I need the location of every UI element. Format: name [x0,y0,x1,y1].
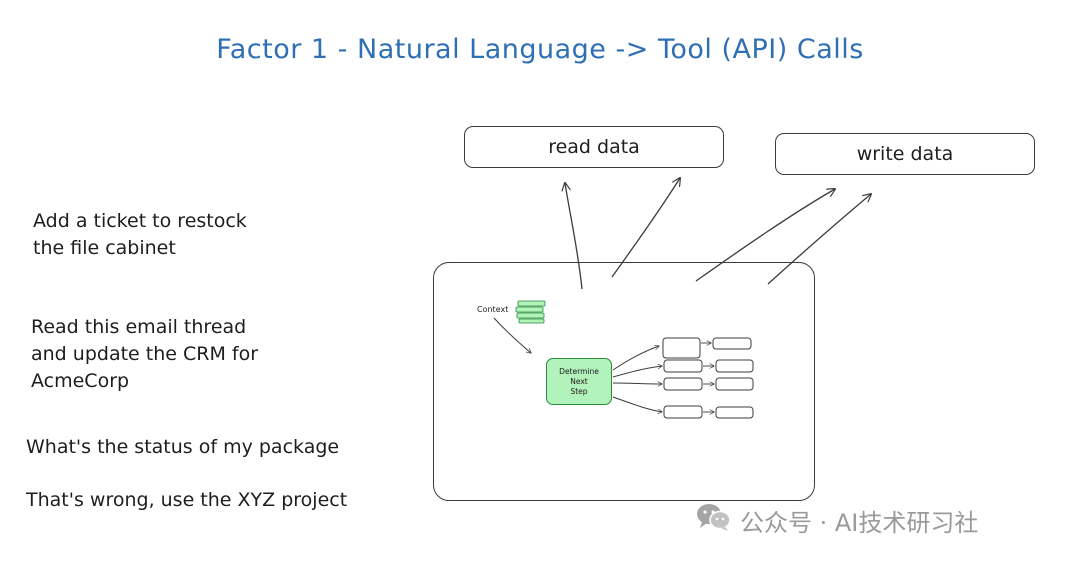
arrow-node-to-step-1 [612,346,659,371]
arrow-node-to-step-4 [612,396,662,412]
prompt-restock-ticket: Add a ticket to restock the file cabinet [33,210,247,259]
read-data-box: read data [464,126,724,168]
step-box-4 [663,405,703,419]
prompt-xyz-project: That's wrong, use the XYZ project [26,489,348,511]
context-label: Context [477,305,509,314]
result-box-3 [715,377,754,391]
wechat-icon [696,502,732,538]
arrow-to-write-2 [767,194,871,285]
result-box-4 [715,406,754,419]
result-box-2 [715,359,754,373]
read-data-label: read data [548,136,640,158]
step-box-3 [663,377,703,391]
watermark-text: 公众号 · AI技术研习社 [740,508,979,537]
page-title: Factor 1 - Natural Language -> Tool (API… [216,34,864,65]
prompt-email-crm: Read this email thread and update the CR… [31,316,259,392]
arrow-to-read-2 [611,178,680,278]
context-stack-icon [515,300,546,324]
prompt-package-status: What's the status of my package [26,436,340,458]
arrow-to-read-1 [565,183,583,290]
arrow-to-write-1 [695,189,835,282]
write-data-box: write data [775,133,1035,175]
agent-loop-frame [433,262,815,501]
step-box-1 [662,337,701,359]
write-data-label: write data [856,143,954,165]
step-box-2 [663,359,703,373]
arrow-context-to-node [493,317,531,353]
watermark: 公众号 · AI技术研习社 [696,502,978,538]
result-box-1 [712,337,752,350]
determine-next-step-node: Determine Next Step [546,358,612,405]
arrow-node-to-step-2 [612,366,662,378]
arrow-node-to-step-3 [612,383,662,384]
